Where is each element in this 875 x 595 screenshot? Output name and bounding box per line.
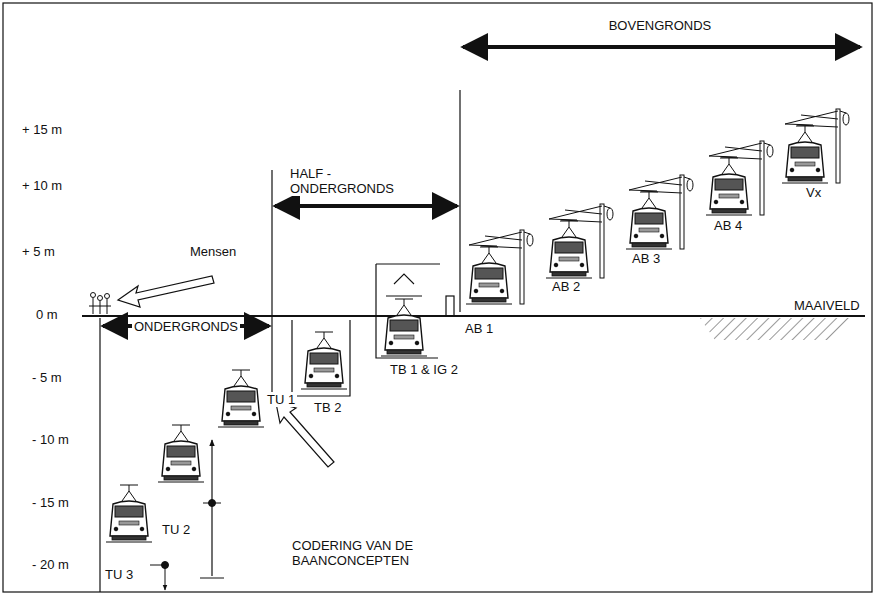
zone-label: BOVENGRONDS [607,18,714,33]
train-front [218,370,264,427]
train-front [782,109,849,183]
callout-label: CODERING VAN DE BAANCONCEPTEN [290,538,426,568]
ground-label: MAAIVELD [792,298,862,313]
track-code: AB 1 [463,321,495,336]
level-dot [162,562,169,569]
zone-boundary [459,90,460,312]
dimension-line [211,440,212,576]
level-label: + 5 m [20,244,57,259]
level-label: - 10 m [30,432,71,447]
dimension-line [165,568,166,590]
train-front [158,425,204,482]
zone-label: HALF - ONDERGRONDS [288,166,404,196]
wall-stub [446,296,454,316]
zone-arrow [463,45,860,49]
train-front [546,204,613,278]
track-code: AB 3 [630,251,662,266]
train-front [466,230,533,304]
train-front [706,141,773,215]
level-label: 0 m [34,307,60,322]
level-label: - 15 m [30,495,71,510]
train-front [626,175,693,249]
callout-label: Mensen [188,244,238,259]
callout-arrow [118,276,214,307]
track-code: AB 2 [550,279,582,294]
people-icon [89,293,111,315]
trough-wall [292,320,350,396]
track-code: TU 2 [160,522,192,537]
ground-hatch [700,318,850,340]
train-front [106,485,152,542]
frame [3,3,872,592]
track-code: Vx [804,185,823,200]
level-dot [209,500,216,507]
level-label: + 15 m [20,122,64,137]
zone-label: ONDERGRONDS [132,319,240,334]
zone-boundary [271,170,272,405]
level-label: - 5 m [30,370,64,385]
level-label: + 10 m [20,178,64,193]
trough-wall [376,264,438,358]
zone-boundary [99,318,100,592]
zone-arrow [275,204,457,208]
track-code: TB 1 & IG 2 [388,362,460,377]
trough-wall [376,264,440,265]
track-code: TU 1 [265,392,297,407]
track-code: AB 4 [712,218,744,233]
track-code: TB 2 [312,400,343,415]
track-code: TU 3 [103,567,135,582]
dimension-line [200,578,224,579]
train-front [301,332,347,389]
level-label: - 20 m [30,557,71,572]
train-front [381,274,427,356]
ground-line [82,315,865,317]
